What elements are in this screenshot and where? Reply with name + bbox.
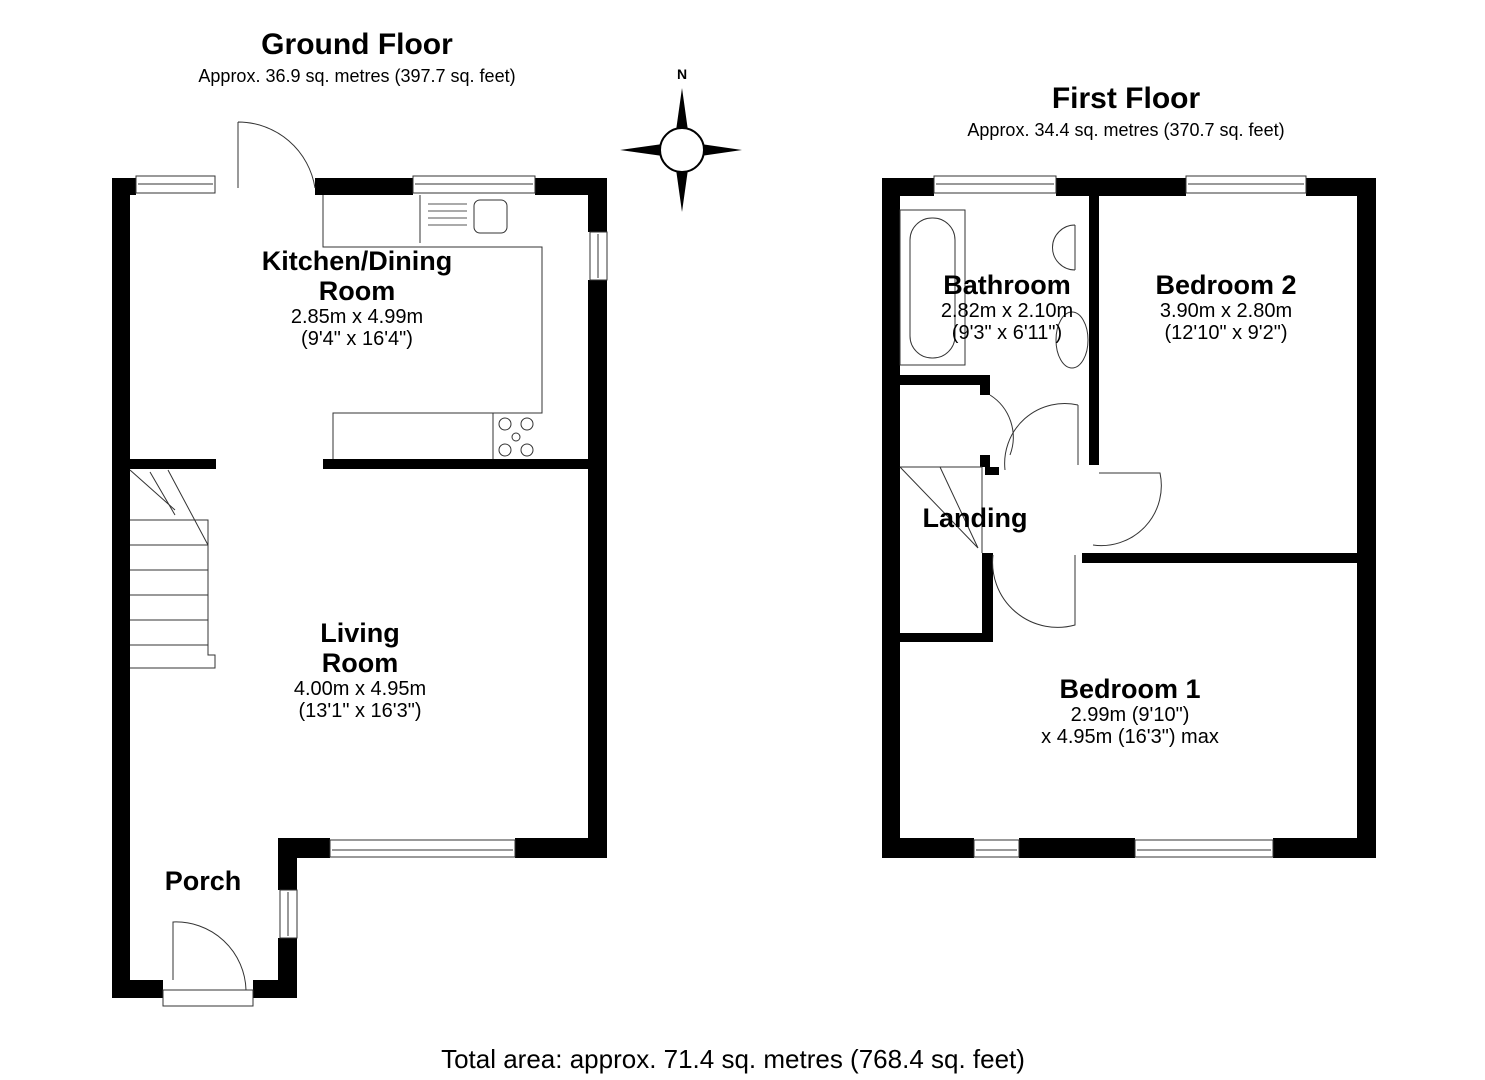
room-dimensions-imperial: (13'1" x 16'3") [298,700,422,722]
room-name: Room [321,648,399,678]
room-label-porch: Porch [164,866,242,896]
window [135,175,216,194]
room-dimensions-imperial: (12'10" x 9'2") [1164,322,1288,344]
window [973,839,1020,858]
room-label-kitchen-dining: Kitchen/Dining Room 2.85m x 4.99m (9'4" … [262,246,453,350]
compass-north-label: N [676,66,688,82]
back-door [237,121,316,189]
room-dimensions-imperial: (9'4" x 16'4") [301,328,413,350]
room-name: Room [318,276,396,306]
room-dimensions: 4.00m x 4.95m [293,678,427,700]
toilet [1052,224,1076,271]
window [933,175,1057,194]
room-dimensions-imperial: x 4.95m (16'3") max [1041,726,1219,748]
window [279,889,298,939]
ground-floor-sink-lines [428,203,467,226]
room-name: Bedroom 1 [1059,674,1201,704]
door [989,394,1014,456]
room-name: Living [320,618,400,648]
room-dimensions: 2.82m x 2.10m [940,300,1074,322]
window [1185,175,1307,194]
front-door [172,921,247,991]
room-dimensions: 2.85m x 4.99m [290,306,424,328]
first-floor-area: Approx. 34.4 sq. metres (370.7 sq. feet) [967,120,1285,140]
first-floor-title: First Floor [1051,82,1201,115]
room-label-landing: Landing [922,503,1028,533]
ground-floor-walls [112,178,607,998]
window [1134,839,1274,858]
room-dimensions: 3.90m x 2.80m [1159,300,1293,322]
first-floor-walls [882,178,1376,858]
window [589,231,608,281]
total-area: Total area: approx. 71.4 sq. metres (768… [441,1044,1025,1074]
compass-icon [620,88,742,212]
first-floor-fixtures [899,175,1307,858]
ground-floor-fixtures [129,121,608,1007]
room-dimensions: 2.99m (9'10") [1070,704,1190,726]
room-name: Bedroom 2 [1155,270,1297,300]
room-name: Bathroom [943,270,1071,300]
room-dimensions-imperial: (9'3" x 6'11") [951,322,1063,344]
room-label-living-room: Living Room 4.00m x 4.95m (13'1" x 16'3"… [294,618,426,722]
ground-floor-title: Ground Floor [261,28,453,61]
ground-floor-area: Approx. 36.9 sq. metres (397.7 sq. feet) [198,66,516,86]
room-label-bedroom-1: Bedroom 1 2.99m (9'10") x 4.95m (16'3") … [1041,674,1219,748]
basin [1055,311,1089,369]
window [329,839,516,858]
window [412,175,536,194]
bath [899,209,966,366]
stairs [149,469,209,546]
room-label-bedroom-2: Bedroom 2 3.90m x 2.80m (12'10" x 9'2") [1155,270,1296,344]
room-label-bathroom: Bathroom 2.82m x 2.10m (9'3" x 6'11") [941,270,1073,344]
room-name: Kitchen/Dining [261,246,453,276]
